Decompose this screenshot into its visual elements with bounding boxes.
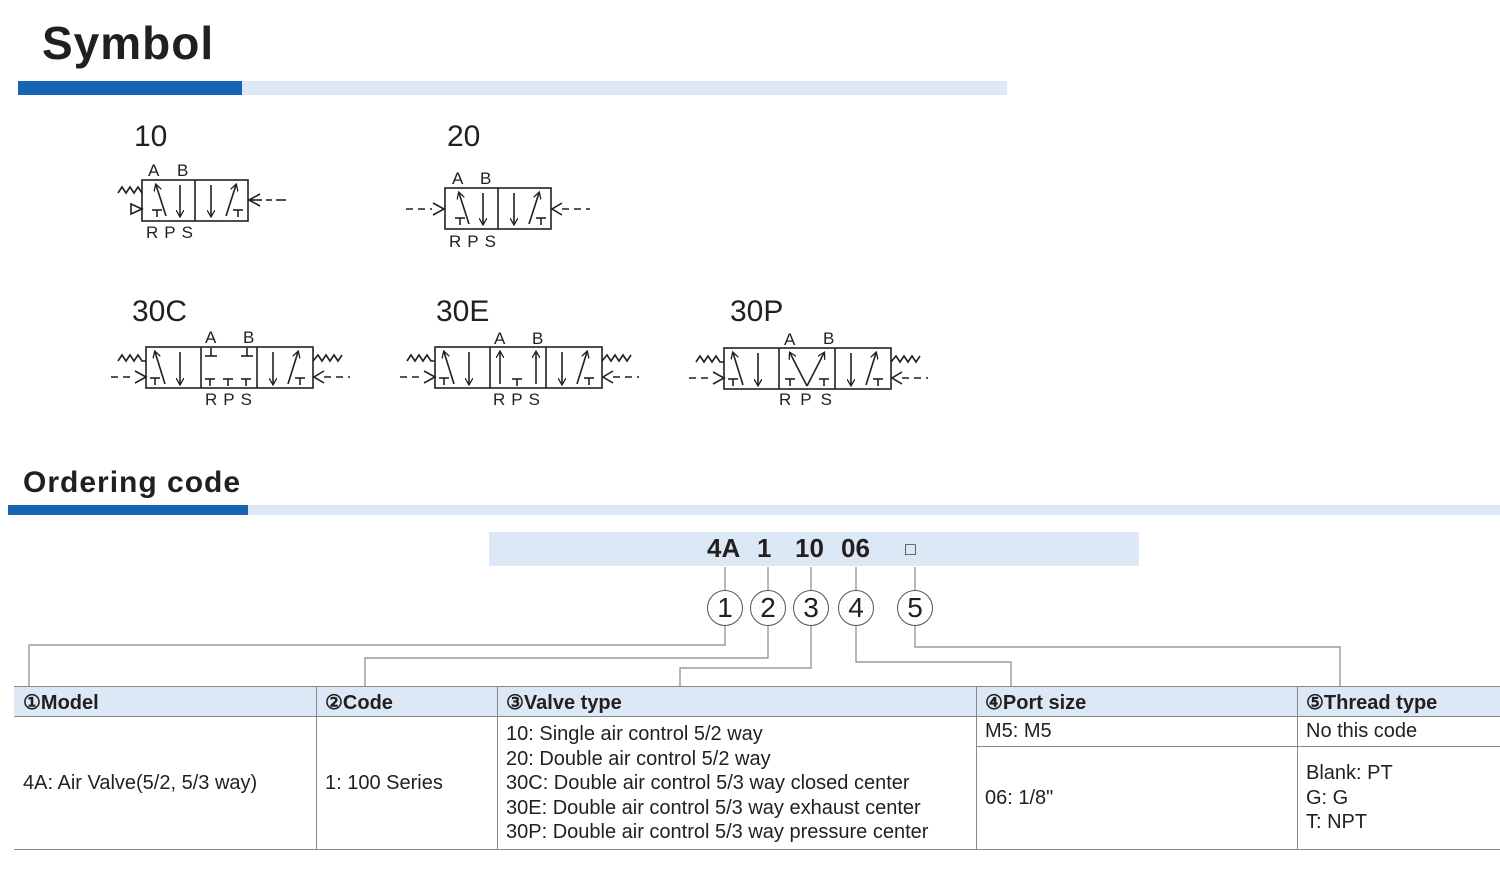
port-size-06: 06: 1/8": [985, 787, 1054, 809]
symbol-title-bar: [242, 81, 1007, 95]
thread-type-g: G: G: [1306, 786, 1349, 809]
header-port-size: ④Port size: [985, 692, 1087, 714]
symbol-label-10: 10: [134, 120, 168, 153]
col-divider-3: [976, 686, 977, 850]
code-number-3: 3: [793, 590, 829, 626]
ordering-code-title: Ordering code: [23, 466, 242, 499]
port-size-m5: M5: M5: [985, 720, 1052, 742]
cell-model: 4A: Air Valve(5/2, 5/3 way): [23, 772, 258, 794]
col-divider-1: [316, 686, 317, 850]
code-part-port-size: 06: [841, 533, 870, 563]
valve-type-30c: 30C: Double air control 5/3 way closed c…: [506, 772, 910, 794]
code-strip: [489, 532, 1139, 566]
code-part-model: 4A: [707, 533, 741, 563]
code-part-valve-type: 10: [795, 533, 824, 563]
symbol-title-bar-accent: [18, 81, 242, 95]
symbol-10-port-b: B: [177, 161, 189, 180]
header-thread-type: ⑤Thread type: [1306, 692, 1438, 714]
code-connector-lines: [28, 567, 1341, 687]
code-number-4: 4: [838, 590, 874, 626]
col-divider-4: [1297, 686, 1298, 850]
valve-symbol-30e: [400, 346, 639, 389]
table-header-band: [14, 687, 1500, 717]
symbol-30e-ports-bottom: RPS: [493, 390, 546, 409]
symbol-30p-port-b: B: [823, 329, 835, 348]
code-number-1: 1: [707, 590, 743, 626]
symbol-10-ports-bottom: RPS: [146, 223, 199, 242]
symbol-30c-port-b: B: [243, 328, 255, 347]
code-part-thread-type: □: [905, 539, 916, 559]
thread-type-pt: Blank: PT: [1306, 762, 1393, 784]
thread-type-npt: T: NPT: [1306, 811, 1368, 833]
symbol-20-port-b: B: [480, 169, 492, 188]
valve-symbol-20: [406, 187, 590, 230]
port-row-divider: [977, 746, 1500, 747]
table-header-rule: [14, 716, 1500, 717]
symbol-30e-port-b: B: [532, 329, 544, 348]
header-valve-type: ③Valve type: [506, 692, 622, 714]
col-divider-2: [497, 686, 498, 850]
table-top-rule: [14, 686, 1500, 687]
cell-code: 1: 100 Series: [325, 772, 443, 794]
symbol-20-ports-bottom: RPS: [449, 232, 502, 251]
valve-type-30e: 30E: Double air control 5/3 way exhaust …: [506, 796, 921, 819]
symbol-30c-port-a: A: [205, 328, 217, 347]
symbol-label-30c: 30C: [132, 295, 188, 328]
valve-type-10: 10: Single air control 5/2 way: [506, 723, 763, 745]
code-part-code: 1: [757, 533, 772, 563]
symbol-30e-port-a: A: [494, 329, 506, 348]
valve-symbol-30c: [111, 346, 350, 389]
valve-type-20: 20: Double air control 5/2 way: [506, 747, 771, 770]
thread-type-none: No this code: [1306, 720, 1418, 742]
header-model: ①Model: [23, 692, 99, 714]
symbol-30c-ports-bottom: RPS: [205, 390, 258, 409]
symbol-title: Symbol: [42, 17, 215, 69]
ordering-title-bar-accent: [8, 505, 248, 515]
valve-type-30p: 30P: Double air control 5/3 way pressure…: [506, 821, 929, 843]
header-code: ②Code: [325, 692, 393, 714]
symbol-label-30e: 30E: [436, 295, 490, 328]
ordering-title-bar: [248, 505, 1500, 515]
code-number-2: 2: [750, 590, 786, 626]
valve-symbol-30p: [689, 347, 928, 390]
table-bottom-rule: [14, 849, 1500, 850]
symbol-30p-port-a: A: [784, 330, 796, 349]
code-number-5: 5: [897, 590, 933, 626]
symbol-label-30p: 30P: [730, 295, 784, 328]
symbol-20-port-a: A: [452, 169, 464, 188]
symbol-10-port-a: A: [148, 161, 160, 180]
valve-symbols: [111, 179, 928, 390]
symbol-label-20: 20: [447, 120, 481, 153]
valve-symbol-10: [117, 179, 286, 222]
symbol-30p-ports-bottom: RPS: [779, 390, 841, 409]
